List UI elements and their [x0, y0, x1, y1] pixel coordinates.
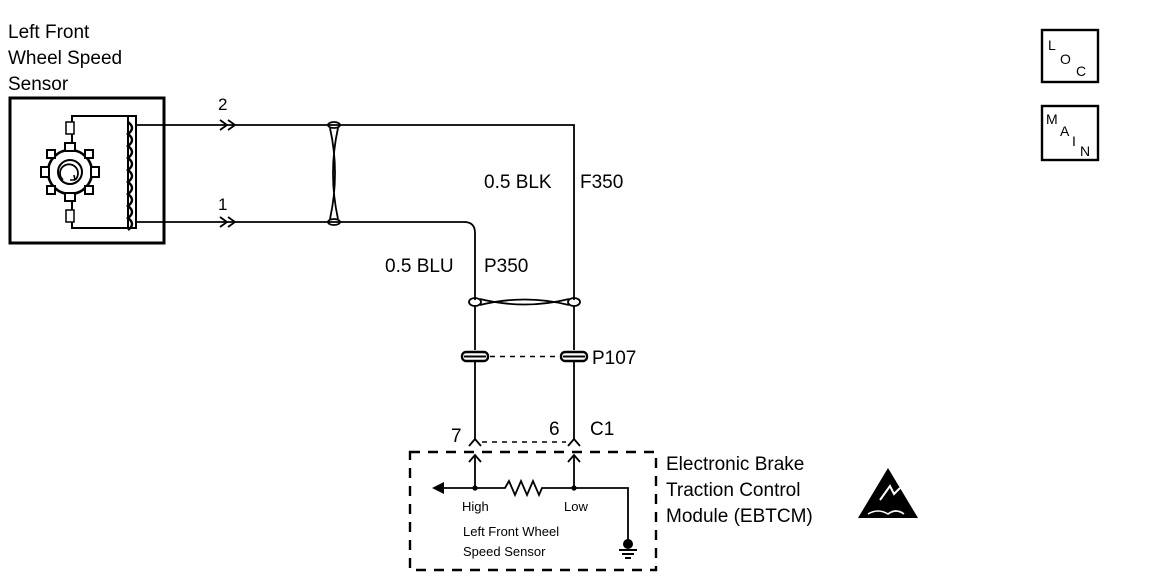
inline-connector-p107: P107 [460, 348, 636, 440]
sensor-title-line1: Left Front [8, 22, 90, 43]
sensor-coil [126, 116, 134, 231]
blu-wire-label: 0.5 BLU [385, 256, 454, 277]
blk-wire-label: 0.5 BLK [484, 172, 552, 193]
module-name-line1: Electronic Brake [666, 454, 804, 475]
main-legend-box[interactable]: M A I N [1040, 104, 1100, 162]
main-letter-n: N [1080, 143, 1090, 159]
high-label: High [462, 499, 489, 514]
ground-icon [619, 539, 637, 559]
arrow-icon [432, 482, 475, 494]
inner-sensor-label-line2: Speed Sensor [463, 544, 546, 559]
sensor-title-line3: Sensor [8, 74, 69, 95]
resistor-icon [475, 478, 574, 498]
wheel-speed-sensor: Left Front Wheel Speed Sensor [8, 22, 166, 245]
module-name-line2: Traction Control [666, 480, 800, 501]
module-connector-c1: 7 6 C1 [451, 419, 614, 447]
esd-warning-icon [858, 468, 918, 518]
loc-letter-c: C [1076, 63, 1086, 79]
loc-legend-box[interactable]: L O C [1040, 28, 1100, 84]
wire-f350 [164, 124, 575, 300]
sensor-housing [8, 96, 166, 245]
main-letter-i: I [1072, 133, 1076, 149]
inner-sensor-label-line1: Left Front Wheel [463, 524, 559, 539]
sensor-pin-1-label: 1 [218, 195, 227, 214]
main-letter-a: A [1060, 123, 1070, 139]
loc-letter-l: L [1048, 37, 1056, 53]
low-label: Low [564, 499, 588, 514]
wire-p350 [164, 221, 476, 300]
sensor-pin-1-connector: 1 [218, 195, 237, 228]
module-pin-7-label: 7 [451, 426, 462, 447]
blu-circuit-label: P350 [484, 256, 528, 277]
module-name-line3: Module (EBTCM) [666, 506, 813, 527]
loc-letter-o: O [1060, 51, 1071, 67]
connector-c1-label: C1 [590, 419, 614, 440]
twisted-pair-lower [468, 297, 581, 350]
tone-wheel-icon [40, 142, 100, 202]
twisted-pair-upper [327, 121, 341, 226]
module-pin-6-label: 6 [549, 419, 560, 440]
sensor-pin-2-label: 2 [218, 95, 227, 114]
blk-circuit-label: F350 [580, 172, 623, 193]
sensor-title-line2: Wheel Speed [8, 48, 122, 69]
main-letter-m: M [1046, 111, 1058, 127]
sensor-pin-2-connector: 2 [218, 95, 237, 131]
p107-label: P107 [592, 348, 636, 369]
ebtcm-module: High Low Left Front Wheel Speed Sensor [408, 450, 658, 572]
